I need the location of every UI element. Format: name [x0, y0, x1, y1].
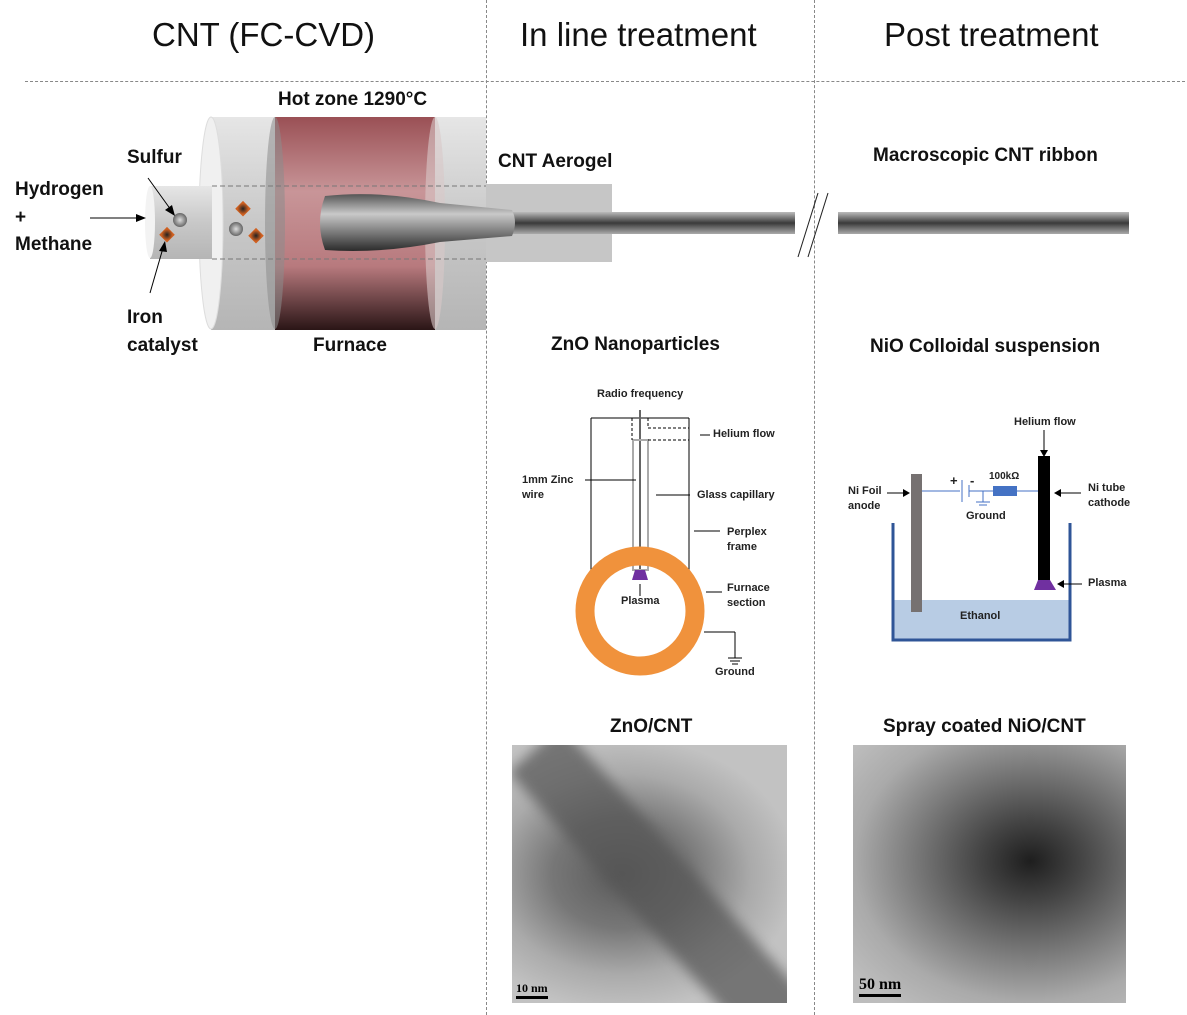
anode-label-1: Ni Foil	[848, 485, 882, 497]
perplex-label-2: frame	[727, 541, 757, 553]
cnt-aerogel-label: CNT Aerogel	[498, 151, 613, 172]
radio-frequency-label: Radio frequency	[597, 388, 684, 400]
cnt-ribbon-label: Macroscopic CNT ribbon	[873, 145, 1098, 166]
furnace-section-label-1: Furnace	[727, 582, 770, 594]
plus-terminal: +	[950, 473, 958, 488]
methane-label: Methane	[15, 234, 93, 255]
minus-terminal: -	[970, 473, 975, 488]
anode-label-2: anode	[848, 500, 881, 512]
helium-flow-label-nio: Helium flow	[1014, 416, 1076, 428]
glass-capillary-label: Glass capillary	[697, 489, 775, 501]
plus-label: +	[15, 207, 27, 228]
catalyst-label: catalyst	[127, 335, 198, 356]
zno-cnt-title: ZnO/CNT	[610, 716, 693, 737]
furnace-label: Furnace	[313, 335, 387, 356]
iron-particle	[159, 226, 175, 243]
plasma-label-zno: Plasma	[621, 595, 660, 607]
furnace-section-label-2: section	[727, 597, 766, 609]
zno-scale-bar: 10 nm	[516, 981, 548, 999]
hydrogen-label: Hydrogen	[15, 179, 104, 200]
sulfur-label: Sulfur	[127, 147, 182, 168]
cnt-aerogel-sock	[320, 194, 515, 251]
perplex-label-1: Perplex	[727, 526, 767, 538]
ethanol-bath	[893, 600, 1070, 640]
ni-tube-cathode	[1038, 456, 1050, 581]
plasma-zno	[632, 570, 648, 580]
plasma-nio	[1034, 580, 1056, 590]
resistor	[993, 486, 1017, 496]
zinc-wire-label-2: wire	[522, 489, 545, 501]
iron-label: Iron	[127, 307, 163, 328]
header-cnt-fccvd: CNT (FC-CVD)	[152, 16, 376, 53]
ni-foil-anode	[911, 474, 922, 612]
cnt-ribbon-post	[838, 212, 1129, 234]
plasma-label-nio: Plasma	[1088, 577, 1127, 589]
zno-plasma-setup	[575, 410, 742, 676]
column-divider-2	[814, 0, 815, 1015]
nio-title: NiO Colloidal suspension	[870, 336, 1101, 357]
sulfur-particle	[173, 213, 187, 227]
resistor-label: 100kΩ	[989, 471, 1020, 482]
nio-cnt-title: Spray coated NiO/CNT	[883, 716, 1086, 737]
column-divider-1	[486, 0, 487, 1015]
header-inline-treatment: In line treatment	[520, 16, 757, 53]
beaker	[891, 523, 1072, 642]
furnace-ring	[575, 546, 705, 676]
zinc-wire-label-1: 1mm Zinc	[522, 474, 574, 486]
zno-cnt-tem-image: 10 nm	[512, 745, 787, 1003]
ethanol-label: Ethanol	[960, 610, 1001, 622]
header-post-treatment: Post treatment	[884, 16, 1099, 53]
cnt-ribbon-inline	[480, 212, 795, 234]
helium-flow-label: Helium flow	[713, 428, 775, 440]
nio-scale-bar: 50 nm	[859, 976, 902, 997]
zno-title: ZnO Nanoparticles	[551, 334, 720, 355]
hot-zone-label: Hot zone 1290°C	[278, 89, 428, 110]
nio-plasma-setup	[887, 430, 1082, 642]
header-divider	[25, 81, 1185, 82]
ground-label-nio: Ground	[966, 510, 1006, 522]
nio-cnt-tem-image: 50 nm	[853, 745, 1126, 1003]
cathode-label-2: cathode	[1088, 497, 1131, 509]
ground-label-zno: Ground	[715, 666, 755, 678]
cathode-label-1: Ni tube	[1088, 482, 1126, 494]
